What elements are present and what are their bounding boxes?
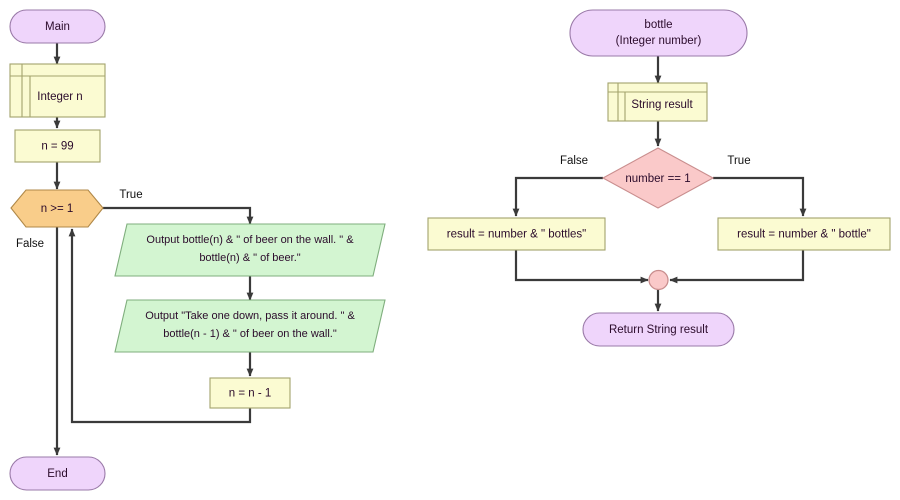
node-return-string-result-label: Return String result xyxy=(609,324,709,336)
node-output-1-line2: bottle(n) & " of beer." xyxy=(199,252,300,264)
node-declaration-string-result[interactable]: String result xyxy=(607,82,708,122)
edge-condition-true-to-output1 xyxy=(103,206,254,225)
edge-bottle-assign-true-to-merge xyxy=(669,250,805,284)
node-assign-result-bottle-label: result = number & " bottle" xyxy=(737,229,871,241)
node-decision-n-ge-1-label: n >= 1 xyxy=(41,203,74,215)
edge-label-main-true: True xyxy=(119,189,142,201)
node-output-1-line1: Output bottle(n) & " of beer on the wall… xyxy=(146,234,354,246)
node-assign-n-99[interactable]: n = 99 xyxy=(14,129,101,163)
node-output-bottles-on-wall[interactable]: Output bottle(n) & " of beer on the wall… xyxy=(114,223,386,277)
edge-label-bottle-true: True xyxy=(727,155,750,167)
node-main-end[interactable]: End xyxy=(9,456,106,491)
edge-label-bottle-false: False xyxy=(560,155,588,167)
node-output-2-line2: bottle(n - 1) & " of beer on the wall." xyxy=(163,328,337,340)
node-assign-result-bottles[interactable]: result = number & " bottles" xyxy=(427,217,606,251)
node-decrement-n[interactable]: n = n - 1 xyxy=(209,377,291,409)
main-connectors xyxy=(53,43,254,456)
node-declaration-label: Integer n xyxy=(37,91,82,103)
node-bottle-header-line2: (Integer number) xyxy=(616,35,702,47)
node-output-take-one-down[interactable]: Output "Take one down, pass it around. "… xyxy=(114,299,386,353)
bottle-connectors xyxy=(512,56,807,312)
node-decrement-n-label: n = n - 1 xyxy=(229,388,272,400)
node-main-end-label: End xyxy=(47,468,67,480)
node-declaration-integer-n[interactable]: Integer n xyxy=(9,63,106,118)
edge-bottle-false-to-assign xyxy=(512,176,603,217)
edge-label-main-false: False xyxy=(16,238,44,250)
node-assign-result-bottle[interactable]: result = number & " bottle" xyxy=(717,217,891,251)
node-return-string-result[interactable]: Return String result xyxy=(582,312,735,347)
edge-bottle-true-to-assign xyxy=(713,176,807,217)
node-merge-point xyxy=(648,269,669,291)
node-decision-number-eq-1[interactable]: number == 1 xyxy=(601,147,715,209)
node-main-start[interactable]: Main xyxy=(9,9,106,44)
node-assign-result-bottles-label: result = number & " bottles" xyxy=(447,229,587,241)
node-output-2-line1: Output "Take one down, pass it around. "… xyxy=(145,310,355,322)
node-main-start-label: Main xyxy=(45,21,70,33)
node-decision-n-ge-1[interactable]: n >= 1 xyxy=(10,189,104,228)
node-assign-n-99-label: n = 99 xyxy=(41,141,73,153)
edge-bottle-assign-false-to-merge xyxy=(514,250,649,284)
node-bottle-header-line1: bottle xyxy=(644,19,672,31)
node-decision-number-eq-1-label: number == 1 xyxy=(625,173,690,185)
node-bottle-header[interactable]: bottle (Integer number) xyxy=(569,9,748,57)
edge-decrement-loopback xyxy=(68,228,252,424)
node-declaration-string-result-label: String result xyxy=(631,99,693,111)
